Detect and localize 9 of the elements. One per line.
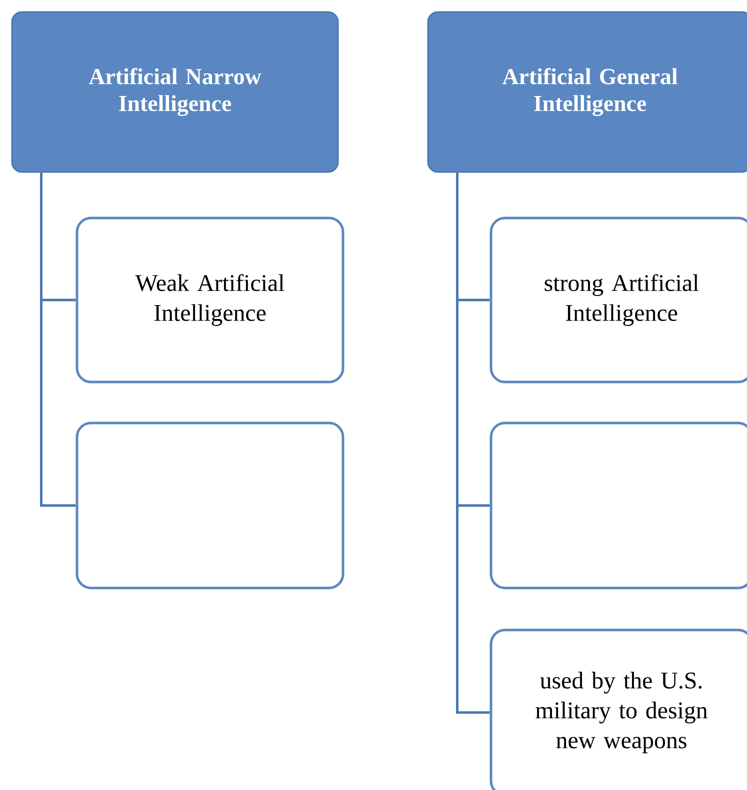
category-box: Artificial General Intelligence [427,11,747,173]
item-box: Weak Artificial Intelligence [76,216,344,384]
item-box [76,422,344,590]
category-box: Artificial Narrow Intelligence [11,11,339,173]
connector-line [456,172,490,714]
item-box [490,422,747,590]
connector-line [40,172,76,507]
item-box: used by the U.S. military to design new weapons [490,628,747,790]
item-box: strong Artificial Intelligence [490,216,747,384]
